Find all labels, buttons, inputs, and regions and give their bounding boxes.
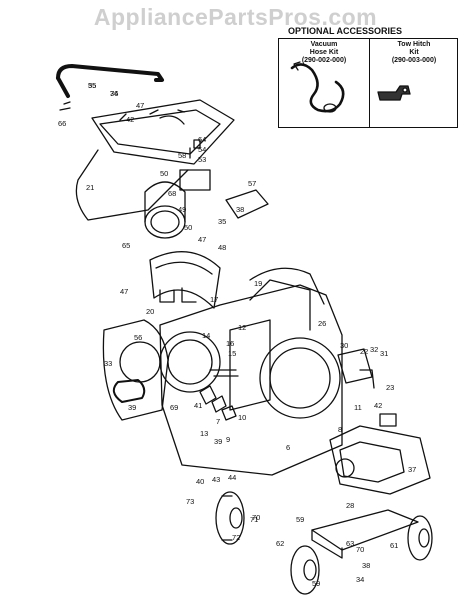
callout-70: 70 (252, 513, 260, 522)
callout-47: 47 (120, 287, 128, 296)
callout-73: 73 (186, 497, 194, 506)
callout-22: 22 (360, 347, 368, 356)
hopper (75, 99, 235, 221)
callout-62: 62 (276, 539, 284, 548)
callout-42: 42 (126, 115, 134, 124)
callout-65: 65 (122, 241, 130, 250)
callout-20: 20 (146, 307, 154, 316)
callout-37: 37 (408, 465, 416, 474)
kit-vacuum-hose[interactable]: Vacuum Hose Kit (290-002-000) (280, 41, 368, 65)
handle-bar (56, 64, 164, 111)
callout-36: 36 (110, 89, 118, 98)
main-housing (159, 267, 343, 476)
callout-55: 55 (88, 81, 96, 90)
callout-13: 13 (200, 429, 208, 438)
callout-50: 50 (184, 223, 192, 232)
callout-54: 54 (198, 145, 206, 154)
chute-assembly (144, 139, 211, 239)
rotor-knives (199, 369, 239, 421)
callout-6: 6 (286, 443, 290, 452)
callout-38: 38 (362, 561, 370, 570)
accessories-divider (369, 39, 370, 127)
callout-23: 23 (386, 383, 394, 392)
drive-belt (112, 379, 146, 403)
callout-48: 48 (218, 243, 226, 252)
watermark: AppliancePartsPros.com (93, 4, 378, 30)
engine (329, 413, 431, 495)
callout-42: 42 (374, 401, 382, 410)
kit-name-line2: Hose Kit (309, 49, 339, 56)
callout-58: 58 (178, 151, 186, 160)
callout-50: 50 (160, 169, 168, 178)
frame-base (311, 509, 419, 559)
callout-59: 59 (296, 515, 304, 524)
callout-15: 15 (228, 349, 236, 358)
callout-74: 74 (110, 89, 118, 98)
callout-10: 10 (238, 413, 246, 422)
kit-part-number: (290-002-000) (301, 57, 347, 64)
callout-12: 12 (238, 323, 246, 332)
wheel-left (215, 491, 245, 545)
callout-17: 17 (210, 295, 218, 304)
callout-38: 38 (236, 205, 244, 214)
wheel-rear-right (407, 515, 433, 561)
callout-30: 30 (340, 341, 348, 350)
callout-41: 41 (194, 401, 202, 410)
callout-57: 57 (248, 179, 256, 188)
side-panel-right (337, 348, 375, 389)
kit-tow-hitch[interactable]: Tow Hitch Kit (290-003-000) (370, 41, 458, 65)
callout-11: 11 (354, 403, 362, 412)
callout-49: 49 (178, 205, 186, 214)
callout-69: 69 (170, 403, 178, 412)
callout-39: 39 (214, 437, 222, 446)
callout-64: 64 (198, 135, 206, 144)
callout-8: 8 (338, 425, 342, 434)
wheel-rear-left (290, 545, 320, 595)
callout-34: 34 (356, 575, 364, 584)
callout-47: 47 (198, 235, 206, 244)
callout-56: 56 (134, 333, 142, 342)
callout-28: 28 (346, 501, 354, 510)
kit-name-line1: Tow Hitch (397, 41, 431, 48)
kit-part-number: (290-003-000) (391, 57, 437, 64)
callout-35: 35 (88, 81, 96, 90)
accessories-title: OPTIONAL ACCESSORIES (288, 26, 403, 36)
tow-hitch-kit-drawing (377, 85, 411, 101)
callout-32: 32 (370, 345, 378, 354)
callout-40: 40 (196, 477, 204, 486)
callout-14: 14 (202, 331, 210, 340)
callout-33: 33 (104, 359, 112, 368)
kit-name-line2: Kit (409, 49, 419, 56)
clamp-band (149, 251, 221, 309)
callout-44: 44 (228, 473, 236, 482)
callout-26: 26 (318, 319, 326, 328)
callout-53: 53 (198, 155, 206, 164)
callout-35: 35 (218, 217, 226, 226)
callout-19: 19 (254, 279, 262, 288)
callout-71: 71 (250, 515, 258, 524)
callout-43: 43 (212, 475, 220, 484)
callout-39: 39 (128, 403, 136, 412)
callout-47: 47 (136, 101, 144, 110)
callout-59: 59 (312, 579, 320, 588)
callout-21: 21 (86, 183, 94, 192)
accessories-box: Vacuum Hose Kit (290-002-000) Tow Hitch … (278, 38, 458, 128)
callout-63: 63 (346, 539, 354, 548)
vacuum-hose-kit-drawing (290, 61, 345, 113)
deflector-plate (225, 189, 269, 219)
callout-9: 9 (226, 435, 230, 444)
callout-72: 72 (232, 533, 240, 542)
callout-16: 16 (226, 339, 234, 348)
callout-31: 31 (380, 349, 388, 358)
kit-name-line1: Vacuum (310, 41, 338, 48)
callout-7: 7 (216, 417, 220, 426)
callout-70: 70 (356, 545, 364, 554)
callout-66: 66 (58, 119, 66, 128)
callout-61: 61 (390, 541, 398, 550)
callout-68: 68 (168, 189, 176, 198)
